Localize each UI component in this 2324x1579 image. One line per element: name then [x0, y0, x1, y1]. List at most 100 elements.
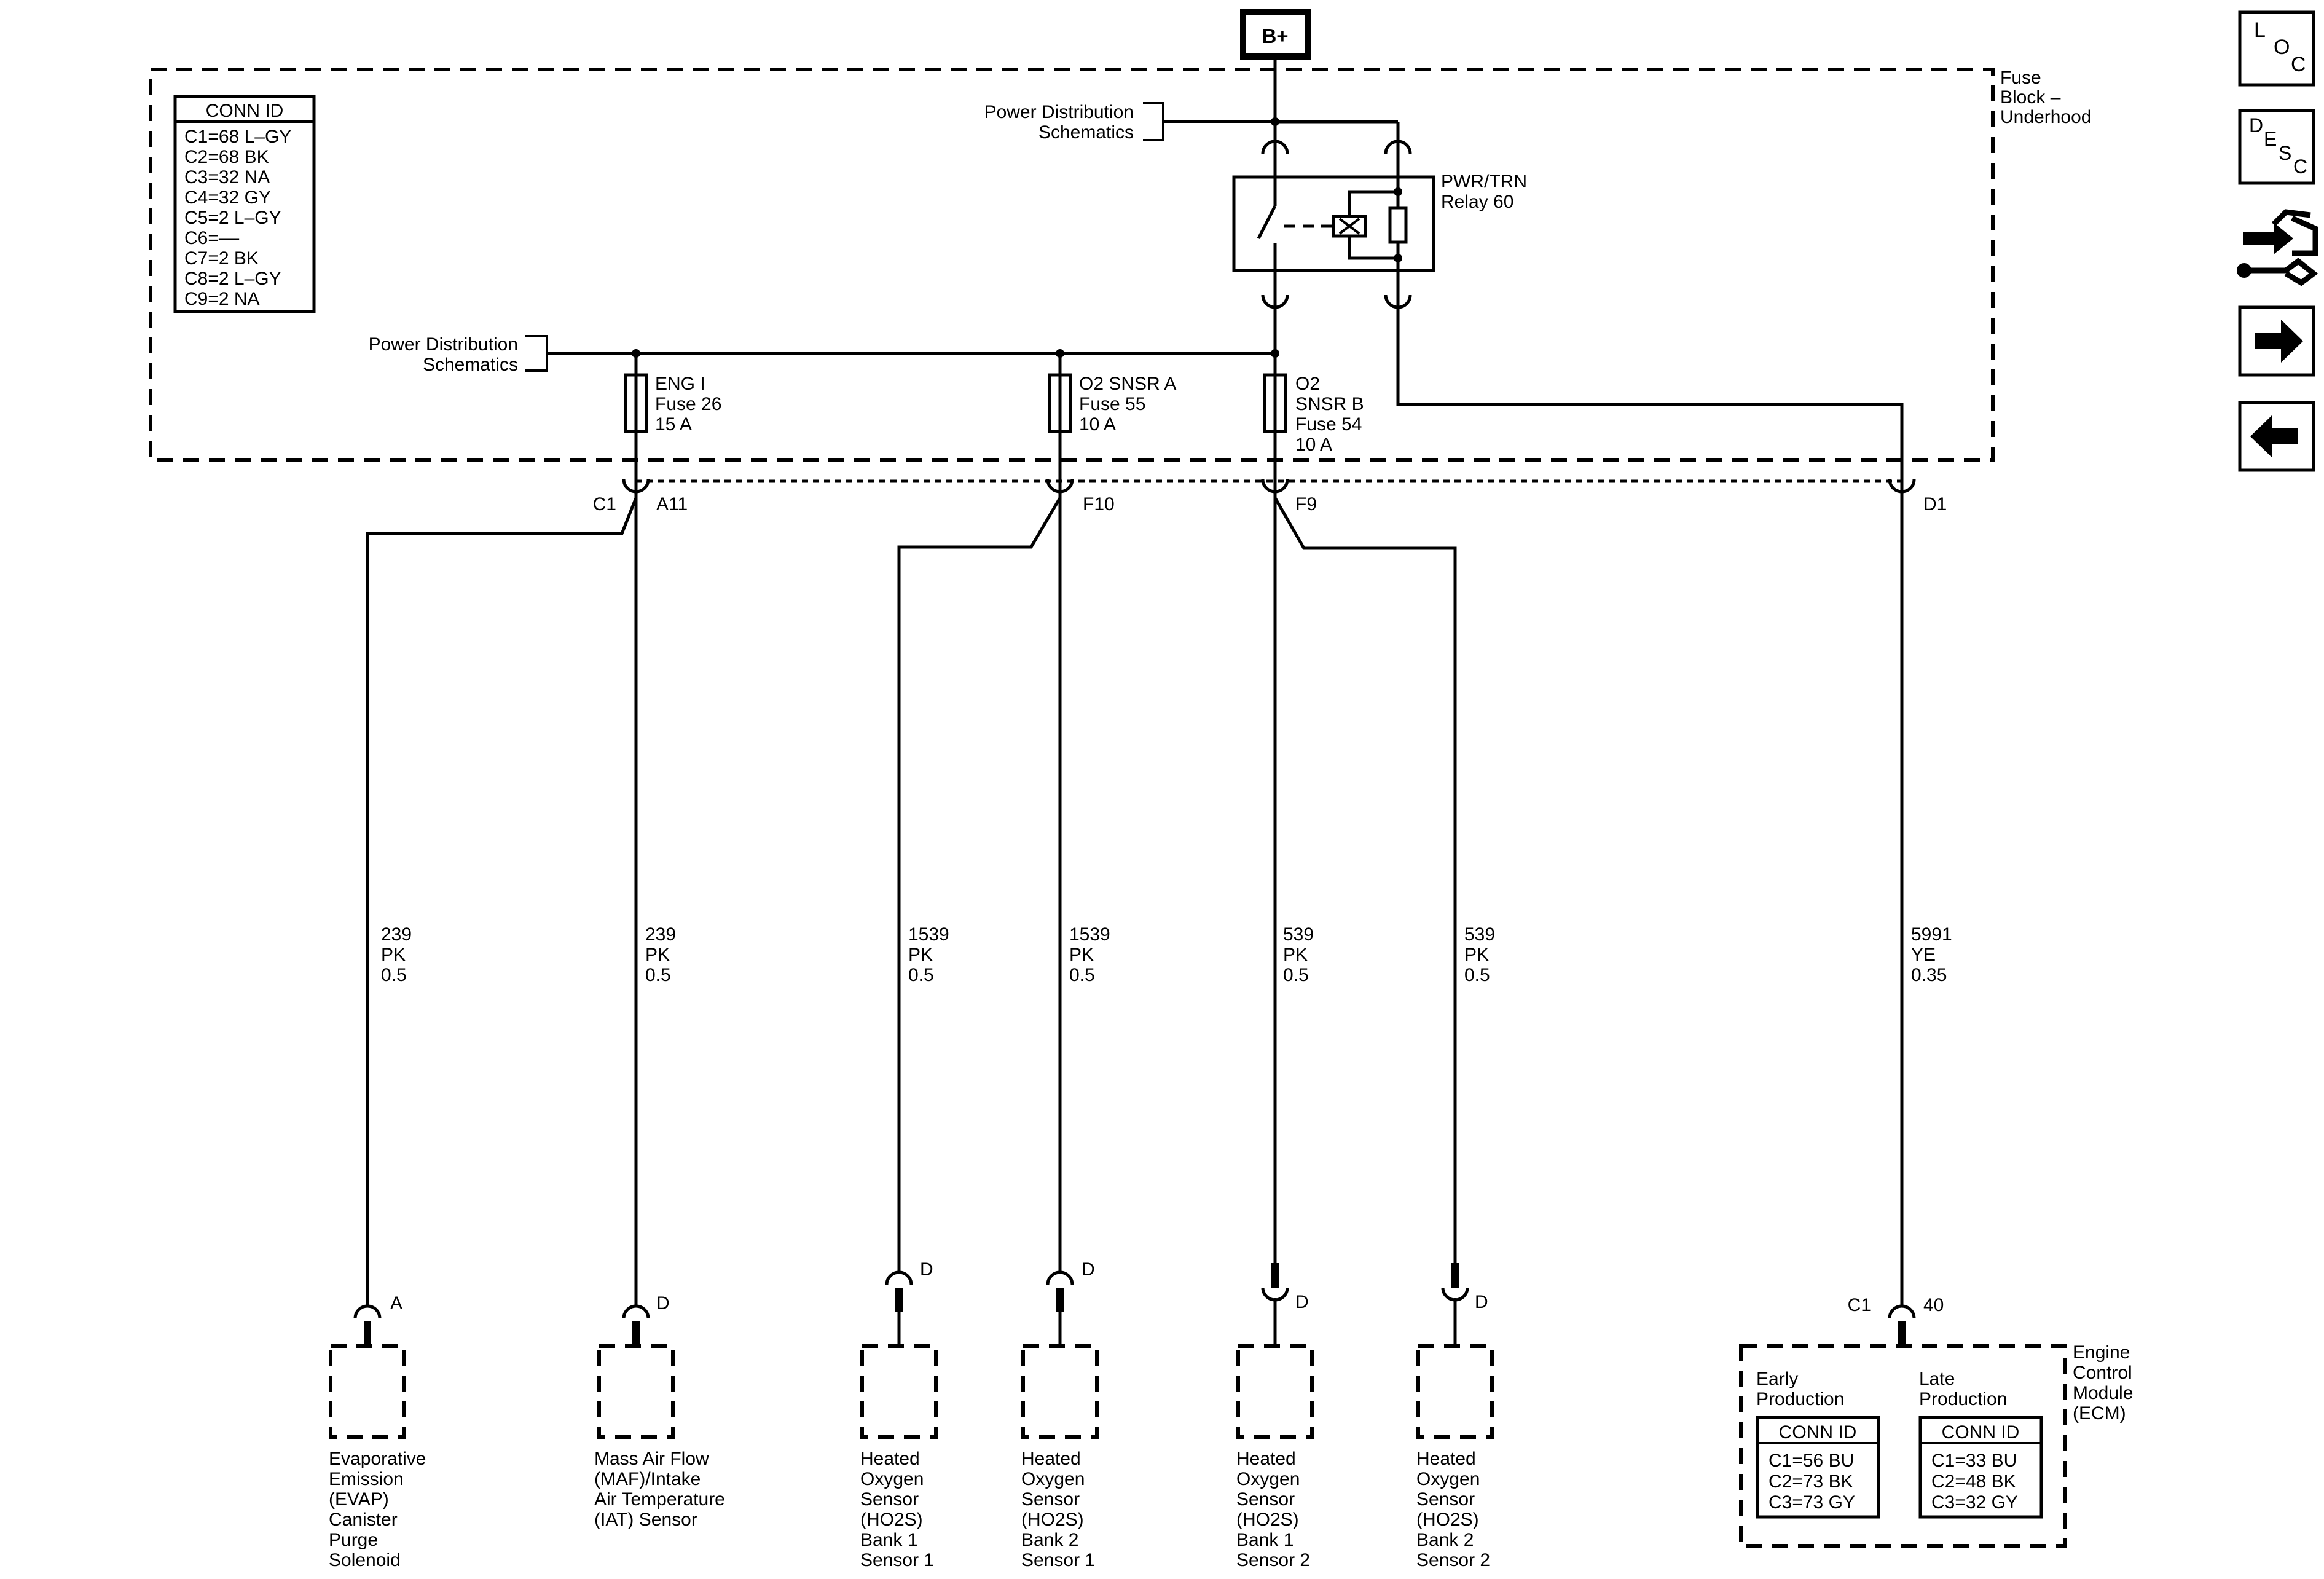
fuse-block-title: Fuse Block – Underhood [2000, 68, 2091, 127]
svg-text:Evaporative: Evaporative [329, 1449, 426, 1469]
pin-a11-label: A11 [656, 494, 688, 514]
svg-text:539: 539 [1464, 924, 1495, 945]
wire-ho2s-b1s1 [897, 497, 1062, 1272]
svg-text:C1=56 BU: C1=56 BU [1769, 1451, 1854, 1471]
svg-text:Heated: Heated [1021, 1449, 1081, 1469]
svg-text:C: C [2293, 156, 2307, 178]
svg-text:Sensor: Sensor [1416, 1489, 1475, 1510]
ho2s-b1s2-label: Heated Oxygen Sensor (HO2S) Bank 1 Senso… [1236, 1449, 1310, 1570]
svg-text:C2=68 BK: C2=68 BK [184, 147, 269, 167]
svg-text:0.35: 0.35 [1911, 965, 1947, 985]
maf-sensor-box [597, 1344, 675, 1439]
svg-text:Heated: Heated [860, 1449, 920, 1469]
svg-text:C1=68 L–GY: C1=68 L–GY [184, 127, 291, 147]
svg-text:239: 239 [645, 924, 676, 945]
power-distribution-left: Power Distribution Schematics [369, 334, 548, 375]
svg-text:C7=2 BK: C7=2 BK [184, 248, 259, 269]
svg-text:(HO2S): (HO2S) [860, 1510, 923, 1530]
svg-text:PK: PK [381, 945, 406, 965]
ho2s-b1s2-box [1236, 1344, 1314, 1439]
svg-text:10 A: 10 A [1295, 435, 1332, 455]
svg-text:0.5: 0.5 [645, 965, 671, 985]
svg-text:Sensor 2: Sensor 2 [1236, 1550, 1310, 1570]
previous-button[interactable] [2238, 401, 2315, 472]
svg-text:Engine: Engine [2073, 1342, 2130, 1363]
svg-text:C9=2 NA: C9=2 NA [184, 289, 260, 309]
ecm-early-label: Early [1756, 1369, 1798, 1389]
svg-text:(ECM): (ECM) [2073, 1403, 2126, 1423]
svg-text:0.5: 0.5 [1464, 965, 1490, 985]
svg-text:S: S [2279, 142, 2291, 164]
ho2s-b1s1-box [860, 1344, 938, 1439]
relay-terminals-top [1261, 140, 1412, 161]
connector-c1-label: C1 [593, 494, 616, 514]
svg-text:1539: 1539 [908, 924, 949, 945]
svg-text:0.5: 0.5 [1069, 965, 1095, 985]
svg-text:Control: Control [2073, 1363, 2132, 1383]
conn-id-header: CONN ID [206, 101, 284, 121]
svg-text:C6=––: C6=–– [184, 228, 240, 248]
svg-text:PK: PK [1464, 945, 1489, 965]
svg-text:(HO2S): (HO2S) [1021, 1510, 1084, 1530]
svg-text:Fuse 26: Fuse 26 [655, 394, 721, 414]
ecm-connector-label: C1 [1848, 1295, 1871, 1315]
fuse-54: O2 SNSR B Fuse 54 10 A [1263, 353, 1364, 473]
svg-text:YE: YE [1911, 945, 1936, 965]
svg-text:Solenoid: Solenoid [329, 1550, 401, 1570]
ecm-module: C1 40 Engine Control Module (ECM) Early … [1739, 1295, 2133, 1548]
relay-label: PWR/TRN [1441, 171, 1527, 192]
svg-text:Oxygen: Oxygen [1416, 1469, 1480, 1489]
svg-text:Sensor: Sensor [1236, 1489, 1295, 1510]
next-button[interactable] [2238, 305, 2315, 377]
svg-text:(EVAP): (EVAP) [329, 1489, 389, 1510]
svg-text:0.5: 0.5 [381, 965, 407, 985]
loc-button[interactable]: L O C [2238, 10, 2315, 87]
svg-text:539: 539 [1283, 924, 1314, 945]
ho2s-b1s1-label: Heated Oxygen Sensor (HO2S) Bank 1 Senso… [860, 1449, 934, 1570]
svg-text:Sensor: Sensor [1021, 1489, 1080, 1510]
svg-text:Block –: Block – [2000, 87, 2061, 108]
wire-ho2s-b2s2 [1273, 497, 1457, 1272]
svg-text:Oxygen: Oxygen [860, 1469, 924, 1489]
svg-text:Bank 1: Bank 1 [1236, 1530, 1294, 1550]
pin-ho2s-b1s1: D [920, 1259, 933, 1280]
wire-labels: 239 PK 0.5 239 PK 0.5 1539 PK 0.5 1539 P… [381, 924, 1952, 985]
svg-text:PK: PK [1069, 945, 1094, 965]
svg-text:Oxygen: Oxygen [1236, 1469, 1300, 1489]
svg-text:Canister: Canister [329, 1510, 398, 1530]
fuse-block-conn-table: CONN ID C1=68 L–GY C2=68 BK C3=32 NA C4=… [173, 95, 316, 313]
battery-terminal: B+ [1240, 9, 1311, 60]
ecm-pin-label: 40 [1923, 1295, 1944, 1315]
connector-terminals [622, 473, 1916, 498]
desc-button[interactable]: D E S C [2238, 109, 2315, 185]
svg-text:239: 239 [381, 924, 412, 945]
svg-text:Emission: Emission [329, 1469, 404, 1489]
svg-text:(MAF)/Intake: (MAF)/Intake [594, 1469, 701, 1489]
wiring-tool-icon[interactable] [2237, 209, 2318, 286]
svg-text:Mass Air Flow: Mass Air Flow [594, 1449, 709, 1469]
fuse-block-outline [149, 68, 1995, 462]
fuse-54-label: O2 [1295, 374, 1320, 394]
pin-f9-label: F9 [1295, 494, 1317, 514]
svg-text:Relay 60: Relay 60 [1441, 192, 1513, 212]
svg-text:Schematics: Schematics [1038, 122, 1134, 143]
svg-text:(HO2S): (HO2S) [1416, 1510, 1479, 1530]
svg-text:(HO2S): (HO2S) [1236, 1510, 1299, 1530]
pin-ho2s-b1s2: D [1295, 1292, 1309, 1312]
pin-d1-label: D1 [1923, 494, 1947, 514]
svg-text:Module: Module [2073, 1383, 2133, 1403]
pin-evap: A [390, 1293, 402, 1313]
svg-text:Power Distribution: Power Distribution [984, 102, 1134, 122]
svg-text:O: O [2274, 36, 2290, 59]
svg-text:15 A: 15 A [655, 414, 692, 435]
svg-text:C2=48 BK: C2=48 BK [1931, 1471, 2016, 1492]
power-distribution-top: Power Distribution Schematics [984, 102, 1275, 143]
svg-text:Power Distribution: Power Distribution [369, 334, 518, 355]
svg-text:Fuse 54: Fuse 54 [1295, 414, 1362, 435]
ho2s-b2s2-label: Heated Oxygen Sensor (HO2S) Bank 2 Senso… [1416, 1449, 1490, 1570]
svg-text:Fuse 55: Fuse 55 [1079, 394, 1145, 414]
svg-text:L: L [2254, 18, 2266, 42]
svg-text:PK: PK [908, 945, 933, 965]
svg-text:Sensor 2: Sensor 2 [1416, 1550, 1490, 1570]
